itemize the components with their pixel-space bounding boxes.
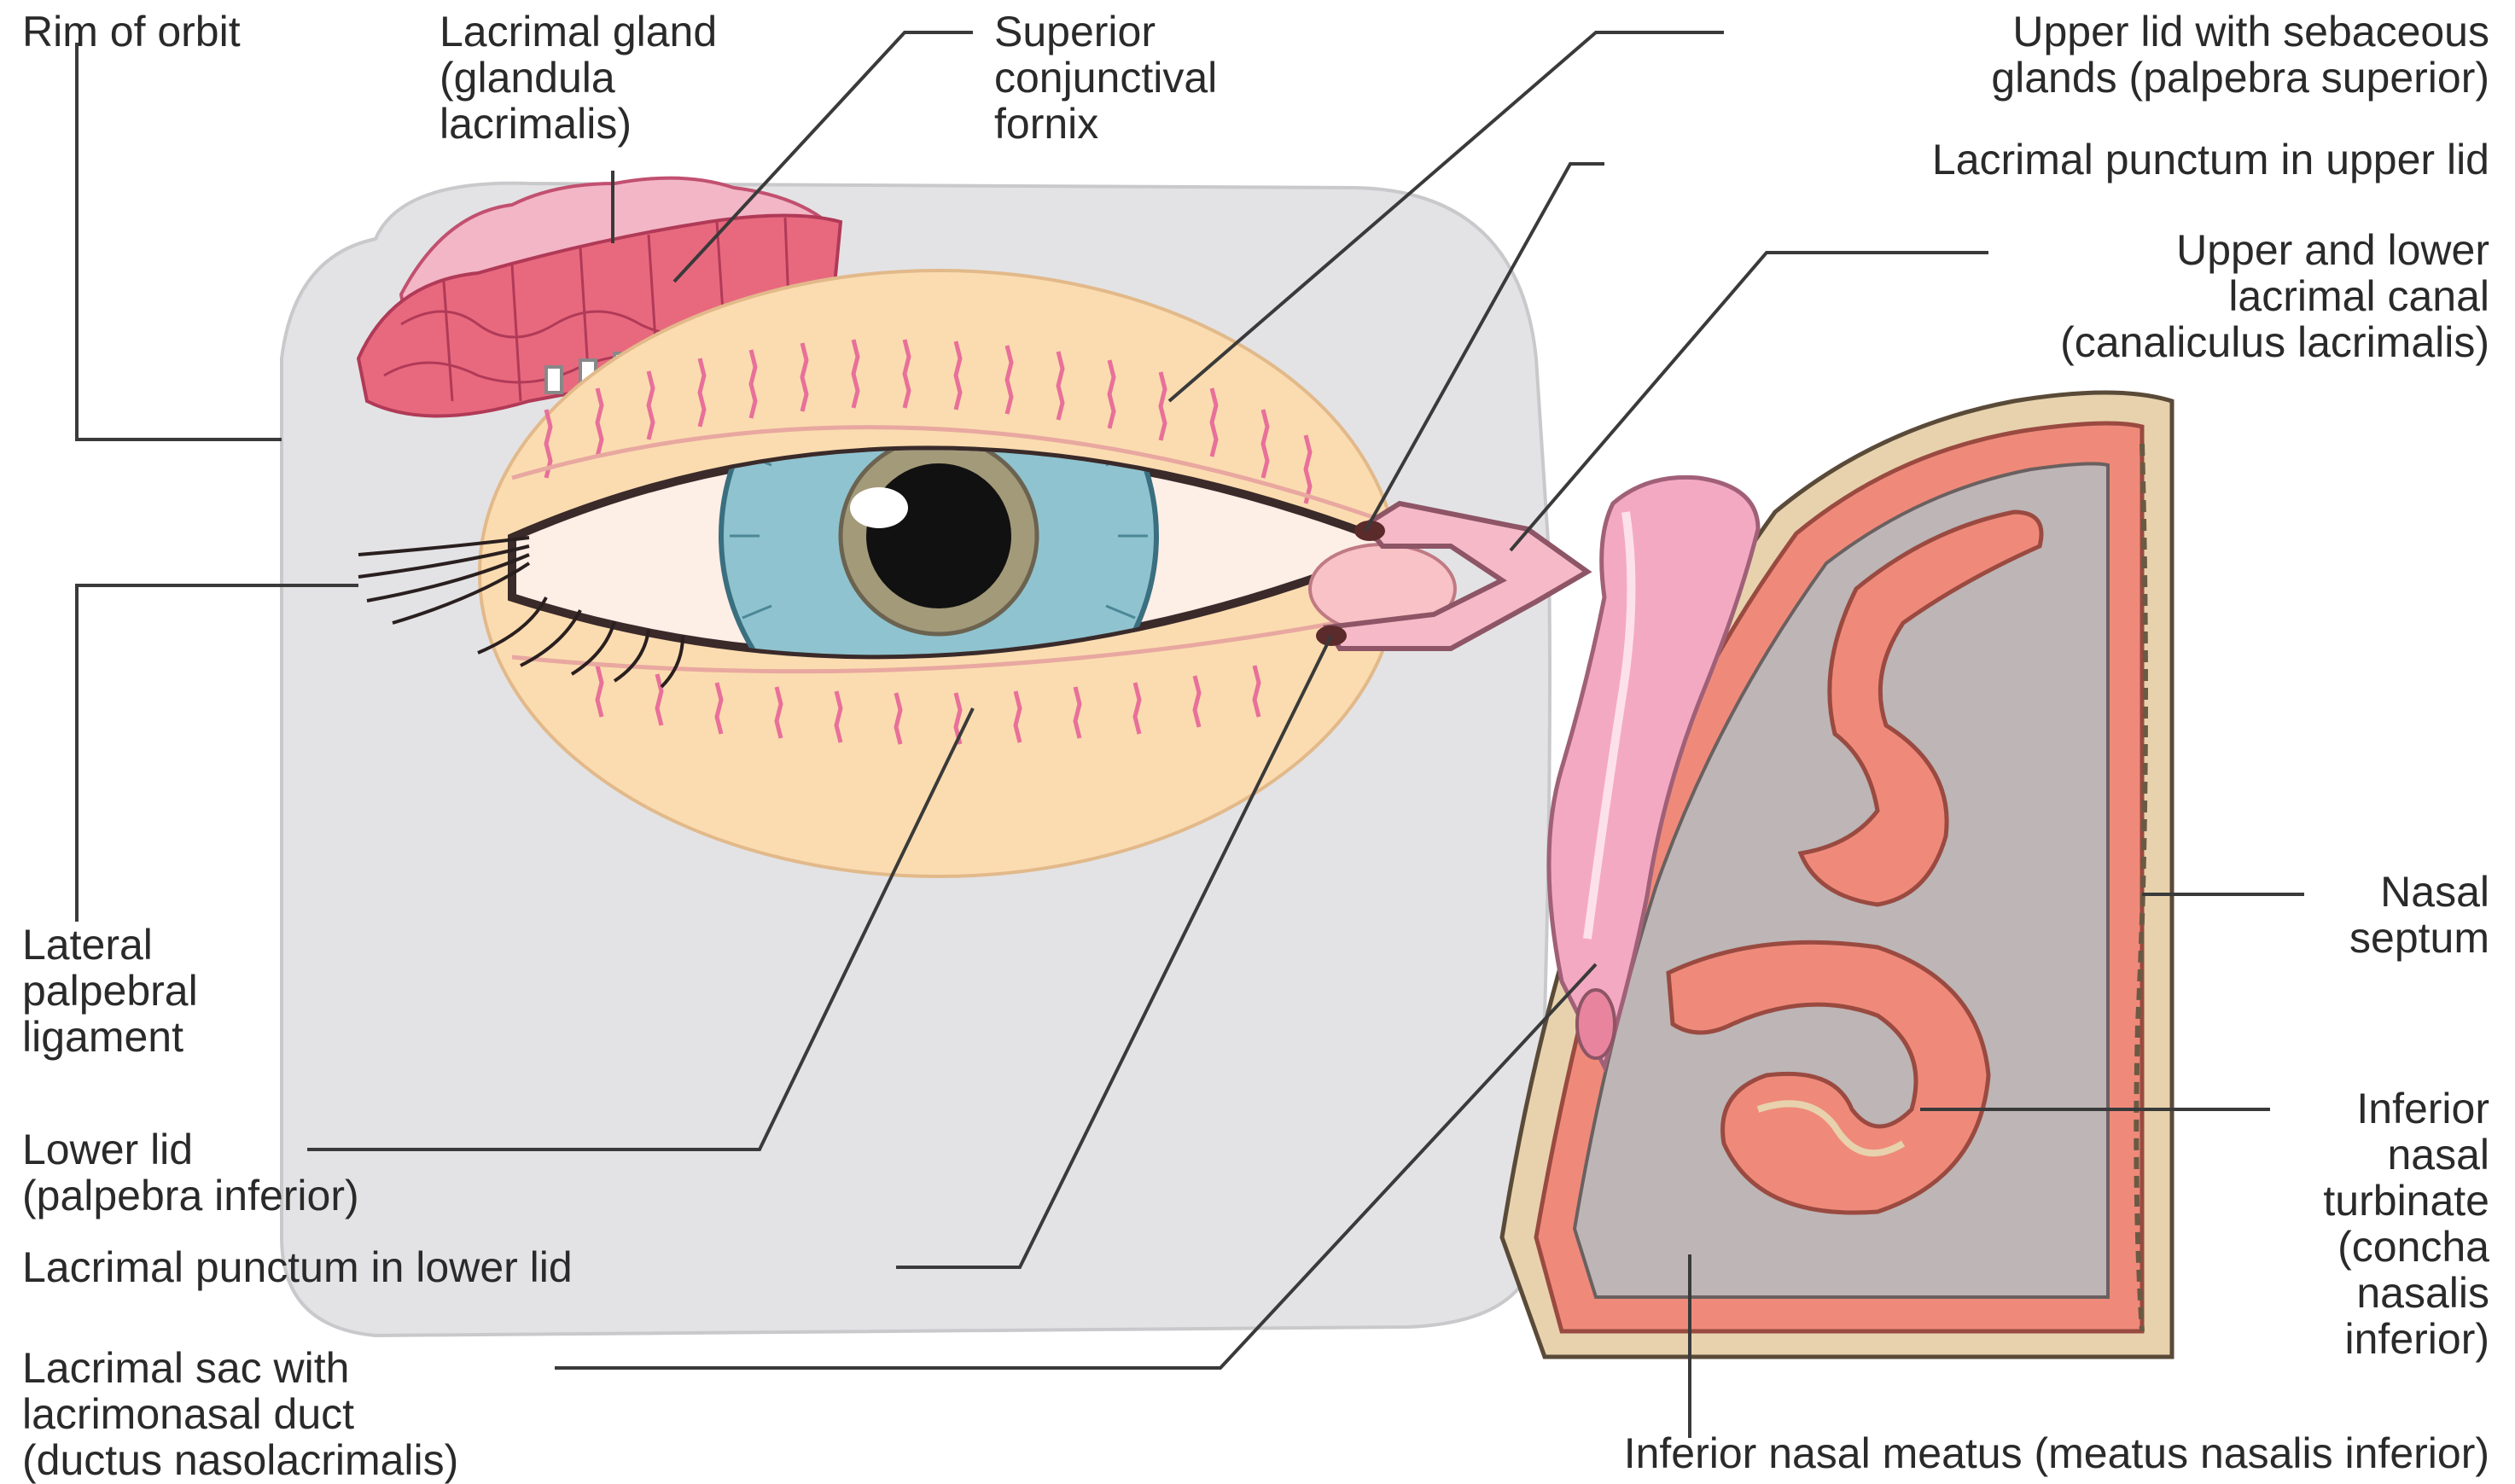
light-reflex xyxy=(850,487,908,528)
label-lower-lid: Lower lid (palpebra inferior) xyxy=(22,1126,359,1219)
label-lacrimal-sac: Lacrimal sac with lacrimonasal duct (duc… xyxy=(22,1345,458,1483)
pupil xyxy=(866,463,1011,608)
label-punctum-lower: Lacrimal punctum in lower lid xyxy=(22,1244,573,1290)
label-lacrimal-canal: Upper and lower lacrimal canal (canalicu… xyxy=(2060,227,2489,365)
label-superior-fornix: Superior conjunctival fornix xyxy=(994,9,1217,147)
label-nasal-septum: Nasal septum xyxy=(2349,869,2489,961)
label-inferior-turbinate: Inferior nasal turbinate (concha nasalis… xyxy=(2323,1085,2489,1362)
label-punctum-upper: Lacrimal punctum in upper lid xyxy=(1932,137,2489,183)
label-inferior-meatus: Inferior nasal meatus (meatus nasalis in… xyxy=(1624,1430,2489,1476)
duct-opening xyxy=(1577,990,1615,1058)
label-upper-lid: Upper lid with sebaceous glands (palpebr… xyxy=(1991,9,2489,101)
label-rim-of-orbit: Rim of orbit xyxy=(22,9,241,55)
label-lateral-ligament: Lateral palpebral ligament xyxy=(22,922,198,1060)
label-lacrimal-gland: Lacrimal gland (glandula lacrimalis) xyxy=(440,9,717,147)
